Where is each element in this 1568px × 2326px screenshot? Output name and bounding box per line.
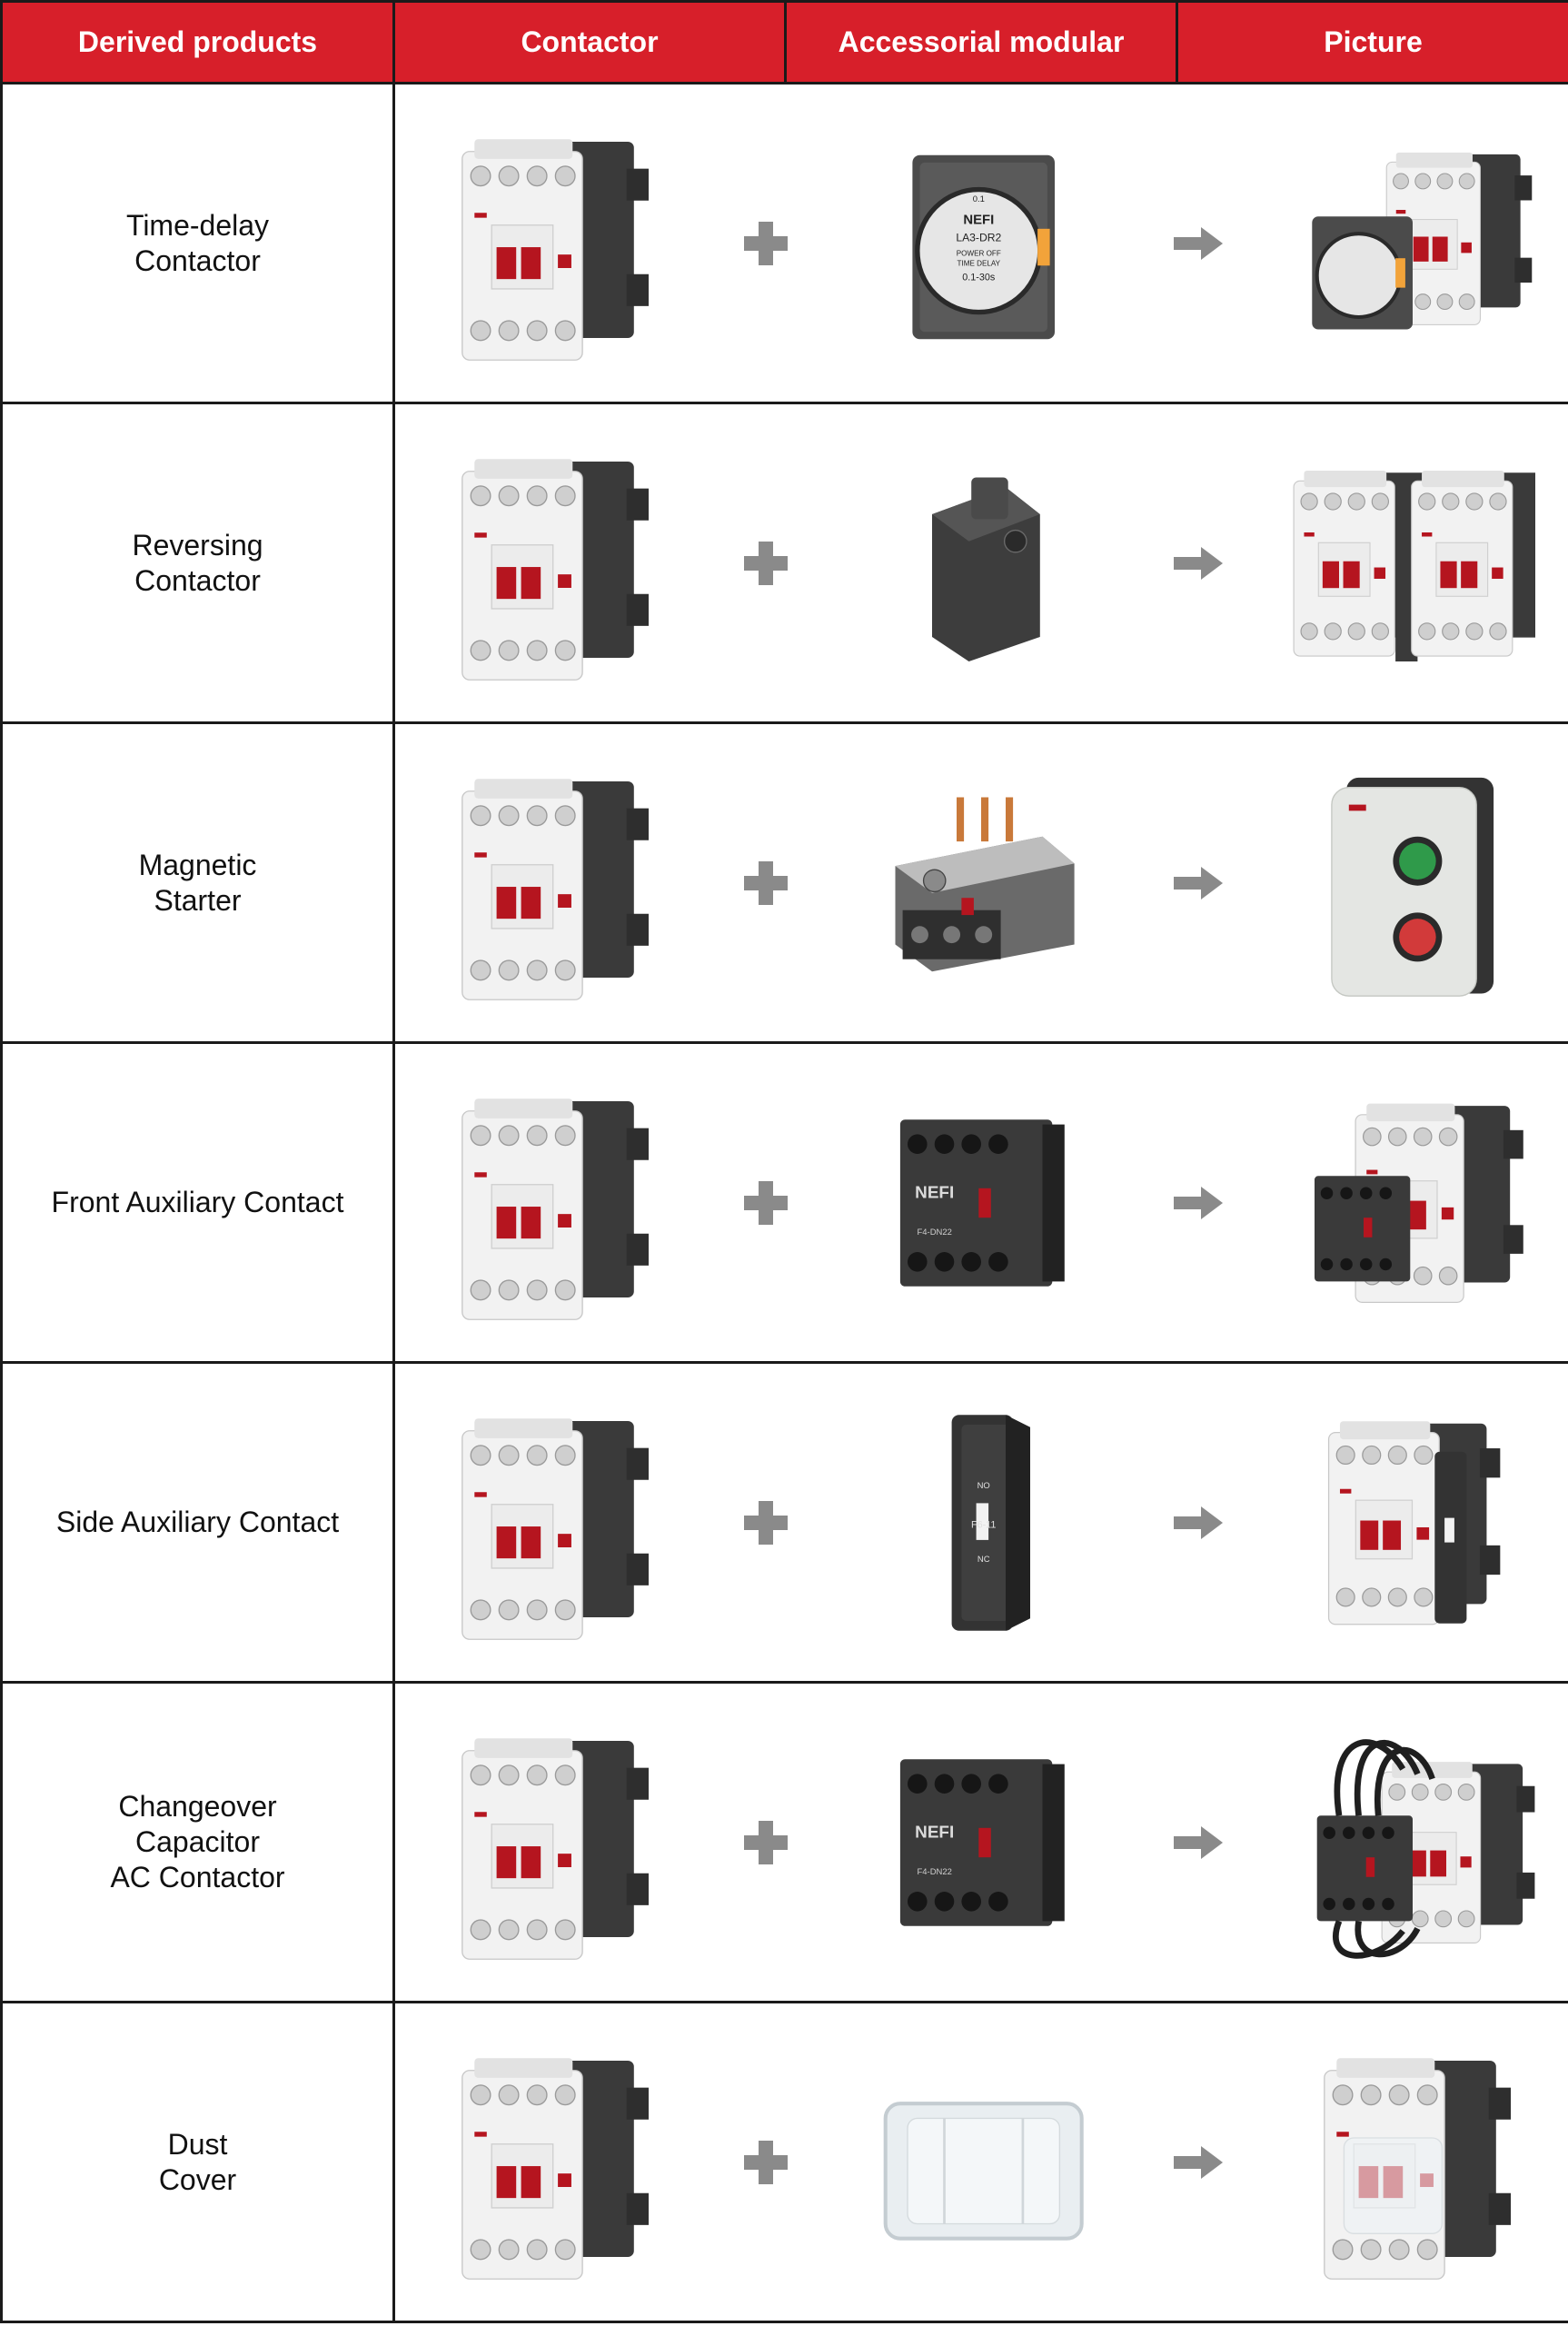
arrow-right-icon (1173, 866, 1223, 900)
product-combination-cell: NEFI F4-DN22 (392, 1041, 1568, 1364)
svg-text:F6-11: F6-11 (971, 1519, 996, 1530)
product-combination: NEFI F4-DN22 (397, 1046, 1567, 1360)
header-contactor: Contactor (392, 0, 787, 84)
plus-icon (744, 2140, 789, 2184)
product-combination-cell: NO NC F6-11 (392, 1361, 1568, 1684)
dust-cover-image (884, 2101, 1085, 2241)
derived-product-name: Reversing Contactor (0, 402, 395, 724)
svg-text:NO: NO (978, 1481, 990, 1491)
header-derived-products: Derived products (0, 0, 395, 84)
table-row: Changeover Capacitor AC Contactor NEFI F4… (0, 1681, 1568, 2003)
header-accessorial-modular: Accessorial modular (784, 0, 1178, 84)
product-combination-cell (392, 721, 1568, 1044)
header-picture: Picture (1176, 0, 1568, 84)
arrow-right-icon (1173, 1825, 1223, 1859)
svg-text:F4-DN22: F4-DN22 (918, 1228, 952, 1238)
product-combination: NO NC F6-11 (397, 1366, 1567, 1680)
table-row: Side Auxiliary Contact NO NC F6-11 (0, 1361, 1568, 1684)
product-combination (397, 726, 1567, 1040)
svg-text:NEFI: NEFI (916, 1823, 955, 1842)
svg-text:NEFI: NEFI (916, 1183, 955, 1202)
svg-text:0.1: 0.1 (973, 194, 985, 204)
front-auxiliary-contact-image: NEFI F4-DN22 (900, 1118, 1066, 1287)
contactor-side-auxiliary-image (1327, 1420, 1501, 1625)
derived-product-name: Changeover Capacitor AC Contactor (0, 1681, 395, 2003)
arrow-right-icon (1173, 2145, 1223, 2179)
plus-icon (744, 1500, 789, 1545)
contactor-image (461, 2057, 650, 2280)
front-auxiliary-contact-image: NEFI F4-DN22 (900, 1758, 1066, 1926)
product-combination-cell (392, 402, 1568, 724)
contactor-front-auxiliary-image (1314, 1103, 1523, 1303)
mechanical-interlock-image (932, 477, 1041, 661)
product-combination: NEFI F4-DN22 (397, 1685, 1567, 2000)
svg-text:NC: NC (978, 1555, 990, 1565)
arrow-right-icon (1173, 226, 1223, 260)
svg-text:F4-DN22: F4-DN22 (918, 1867, 952, 1877)
derived-product-name: Front Auxiliary Contact (0, 1041, 395, 1364)
side-auxiliary-contact-image: NO NC F6-11 (952, 1414, 1031, 1631)
product-combination (397, 406, 1567, 721)
plus-icon (744, 1820, 789, 1864)
contactor-dust-cover-image (1323, 2057, 1511, 2280)
svg-text:0.1-30s: 0.1-30s (963, 272, 997, 283)
svg-text:NEFI: NEFI (964, 213, 995, 227)
plus-icon (744, 1180, 789, 1225)
contactor-image (461, 138, 650, 361)
contactor-image (461, 1417, 650, 1640)
thermal-overload-relay-image (895, 797, 1076, 971)
svg-text:LA3-DR2: LA3-DR2 (957, 231, 1002, 244)
magnetic-starter-enclosure-image (1331, 777, 1494, 997)
contactor-image (461, 458, 650, 681)
table-header: Derived products Contactor Accessorial m… (0, 0, 1568, 84)
product-combination-cell: NEFI F4-DN22 (392, 1681, 1568, 2003)
time-delay-contactor-assembly-image (1312, 152, 1533, 329)
plus-icon (744, 860, 789, 905)
contactor-image (461, 778, 650, 1000)
derived-product-name: Time-delay Contactor (0, 82, 395, 404)
header-row: Derived products Contactor Accessorial m… (0, 0, 1568, 84)
arrow-right-icon (1173, 1186, 1223, 1219)
reversing-contactor-pair-image (1293, 470, 1535, 661)
product-combination-cell (392, 2001, 1568, 2323)
table-row: Front Auxiliary Contact NEFI F4-DN22 (0, 1041, 1568, 1364)
table-row: Reversing Contactor (0, 402, 1568, 724)
arrow-right-icon (1173, 546, 1223, 580)
svg-text:POWER OFF: POWER OFF (957, 249, 1001, 257)
plus-icon (744, 541, 789, 585)
derived-product-name: Dust Cover (0, 2001, 395, 2323)
plus-icon (744, 221, 789, 265)
table-row: Magnetic Starter (0, 721, 1568, 1044)
contactor-image (461, 1737, 650, 1960)
derived-product-name: Magnetic Starter (0, 721, 395, 1044)
table-row: Dust Cover (0, 2001, 1568, 2323)
capacitor-switching-contactor-image (1316, 1738, 1535, 1959)
svg-text:TIME DELAY: TIME DELAY (958, 259, 1001, 267)
derived-product-name: Side Auxiliary Contact (0, 1361, 395, 1684)
contactor-image (461, 1098, 650, 1320)
arrow-right-icon (1173, 1506, 1223, 1539)
product-combination (397, 2005, 1567, 2320)
